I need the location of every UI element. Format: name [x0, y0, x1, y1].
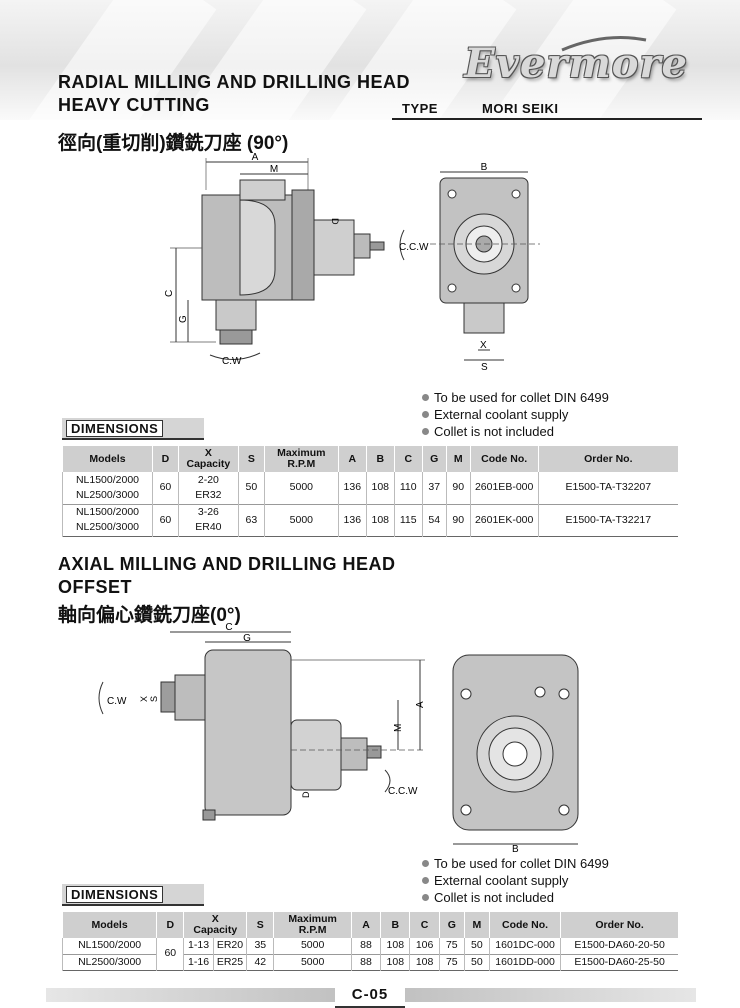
section1-title-cn: 徑向(重切削)鑽銑刀座 (90°) — [58, 133, 289, 154]
table-row: NL1500/2000 60 2-20 50 5000 136 108 110 … — [62, 472, 678, 504]
section2-notes: To be used for collet DIN 6499 External … — [420, 855, 609, 906]
page-number: C-05 — [335, 986, 405, 1008]
dim-d-label: D — [330, 218, 340, 225]
note-item: External coolant supply — [420, 406, 609, 423]
dim-s-label: S — [481, 362, 488, 373]
cw2-label: C.W — [107, 696, 127, 707]
dim-m-label: M — [270, 164, 278, 175]
section2-title-line1: AXIAL MILLING AND DRILLING HEAD — [58, 554, 396, 574]
dim-a-label: A — [252, 152, 259, 163]
table-row: NL2500/3000 ER32 — [62, 488, 679, 504]
note-item: To be used for collet DIN 6499 — [420, 389, 609, 406]
note-item: External coolant supply — [420, 872, 609, 889]
section1-notes: To be used for collet DIN 6499 External … — [420, 389, 609, 440]
dim-g-label: G — [178, 315, 189, 323]
dim-c2-label: C — [225, 622, 232, 633]
type-label: TYPE — [402, 101, 438, 116]
table-row: NL1500/2000 60 3-26 63 5000 136 108 115 … — [62, 503, 678, 536]
section1-title-line2: HEAVY CUTTING — [58, 95, 210, 115]
axial-head-front-view: B — [452, 654, 579, 855]
type-bar: TYPE MORI SEIKI — [392, 98, 702, 120]
ccw-label: C.C.W — [399, 242, 429, 253]
table-row: NL2500/3000 ER40 — [62, 520, 679, 536]
header-banner — [0, 0, 740, 120]
table-row: NL1500/2000 60 1-13 ER20 35 5000 88 108 … — [61, 938, 678, 970]
note-item: Collet is not included — [420, 889, 609, 906]
dim-m2-label: M — [393, 724, 404, 732]
section2-dimensions-tab: DIMENSIONS — [62, 884, 204, 906]
dim-b-label: B — [481, 162, 488, 173]
dim-x-label: X — [480, 340, 487, 351]
note-item: To be used for collet DIN 6499 — [420, 855, 609, 872]
section1-title-line1: RADIAL MILLING AND DRILLING HEAD — [58, 72, 410, 92]
axial-head-side-view: C G S X A M D C.W C.C.W — [98, 622, 426, 821]
dim-d2-label: D — [301, 791, 311, 798]
ccw2-label: C.C.W — [388, 786, 418, 797]
dim-x2-label: X — [139, 696, 149, 702]
cw-label: C.W — [222, 356, 242, 367]
section1-dimensions-tab: DIMENSIONS — [62, 418, 204, 440]
dim-s2-label: S — [149, 696, 159, 702]
machine-label: MORI SEIKI — [482, 101, 559, 116]
section2-title-line2: OFFSET — [58, 577, 132, 597]
table-row: NL2500/3000 1-16 ER25 42 5000 88 108 108… — [61, 953, 678, 970]
dim-b2-label: B — [512, 844, 519, 855]
brand-logo: Evermore — [464, 40, 688, 87]
note-item: Collet is not included — [420, 423, 609, 440]
section2-title-cn: 軸向偏心鑽銑刀座(0°) — [58, 605, 241, 626]
logo-swoosh-icon — [561, 36, 647, 52]
radial-head-front-view: B X S C.C.W — [399, 162, 540, 373]
radial-head-side-view: A M D C G C.W — [164, 152, 385, 367]
dim-c-label: C — [164, 290, 175, 297]
dim-g2-label: G — [243, 633, 251, 644]
dim-a2-label: A — [415, 701, 426, 708]
